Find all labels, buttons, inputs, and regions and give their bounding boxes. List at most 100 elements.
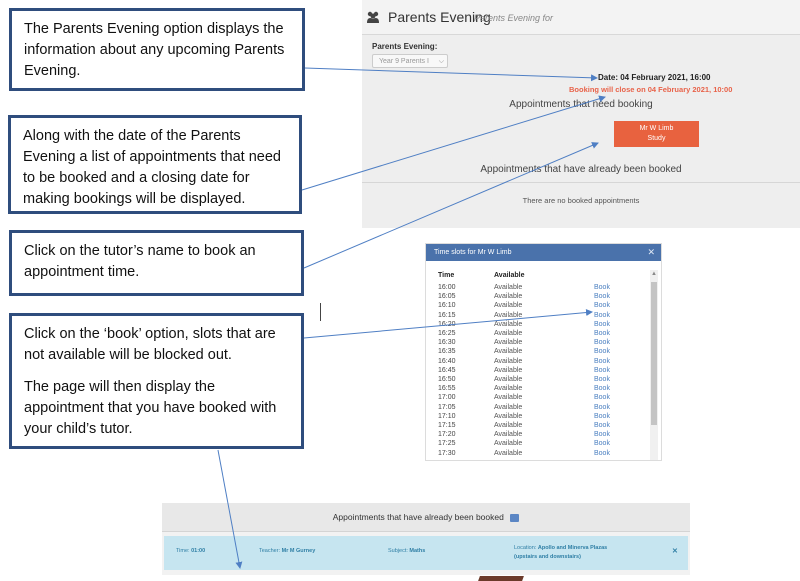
callout-text: Click on the tutor’s name to book an app…: [24, 243, 256, 280]
tutor-name: Mr W Limb: [639, 125, 674, 132]
book-link[interactable]: Book: [594, 385, 610, 393]
slot-row: 17:15 Available Book: [426, 421, 651, 430]
book-link[interactable]: Book: [594, 412, 610, 420]
cancel-appointment-icon[interactable]: ✕: [672, 548, 678, 555]
book-link[interactable]: Book: [594, 440, 610, 448]
slot-status: Available: [494, 376, 523, 383]
appointment-location: Location: Apollo and Minerva Plazas (ups…: [514, 545, 608, 560]
callout-click-tutor: Click on the tutor’s name to book an app…: [9, 230, 304, 296]
book-link[interactable]: Book: [594, 449, 610, 457]
panel-header: Parents Evening Parents Evening for: [362, 0, 800, 35]
slot-time: 16:30: [438, 339, 456, 347]
slot-status: Available: [494, 311, 523, 319]
slot-row: 16:35 Available Book: [426, 347, 651, 356]
chevron-down-icon: ⌵: [438, 58, 444, 65]
slot-row: 17:30 Available Book: [426, 449, 651, 458]
slot-row: 16:55 Available Book: [426, 384, 651, 393]
callout-appointments-list: Along with the date of the Parents Eveni…: [8, 115, 302, 214]
slot-status: Available: [494, 302, 523, 310]
decorative-strip: [478, 576, 524, 581]
slot-row: 16:10 Available Book: [426, 301, 651, 310]
book-link[interactable]: Book: [594, 403, 610, 411]
slot-status: Available: [494, 385, 523, 393]
callout-text: The page will then display the appointme…: [24, 379, 277, 437]
tutor-booking-button[interactable]: Mr W Limb Study: [614, 121, 699, 147]
slot-status: Available: [494, 284, 523, 291]
slot-time: 16:55: [438, 385, 456, 393]
printer-icon[interactable]: [510, 513, 520, 522]
book-link[interactable]: Book: [594, 311, 610, 319]
parents-evening-panel: Parents Evening Parents Evening for Pare…: [362, 0, 800, 228]
slot-time: 17:20: [438, 431, 456, 439]
slot-row: 16:05 Available Book: [426, 292, 651, 301]
slot-time: 16:50: [438, 376, 456, 383]
callout-text: Click on the ‘book’ option, slots that a…: [24, 326, 276, 363]
column-header-time: Time: [438, 272, 455, 279]
column-header-available: Available: [494, 272, 525, 279]
slot-status: Available: [494, 394, 523, 402]
booked-heading: Appointments that have already been book…: [480, 164, 682, 175]
callout-text: The Parents Evening option displays the …: [24, 21, 285, 79]
slot-time: 16:35: [438, 348, 456, 356]
booked-appointments-panel: Appointments that have already been book…: [162, 503, 690, 575]
book-link[interactable]: Book: [594, 376, 610, 383]
page-subtitle: Parents Evening for: [474, 13, 554, 23]
booking-closing-date: Booking will close on 04 February 2021, …: [569, 85, 733, 94]
appointment-time: Time: 01:00: [176, 548, 206, 554]
slot-time: 16:20: [438, 320, 456, 328]
slot-time: 16:40: [438, 357, 456, 365]
book-link[interactable]: Book: [594, 422, 610, 429]
book-link[interactable]: Book: [594, 302, 610, 310]
slot-status: Available: [494, 449, 523, 457]
no-bookings-text: There are no booked appointments: [522, 196, 640, 205]
book-link[interactable]: Book: [594, 330, 610, 337]
slot-row: 16:00 Available Book: [426, 283, 651, 292]
slot-status: Available: [494, 431, 523, 439]
scrollbar-thumb[interactable]: [651, 282, 657, 425]
dialog-title: Time slots for Mr W Limb: [434, 249, 512, 256]
slot-row: 17:00 Available Book: [426, 393, 651, 402]
callout-text: Along with the date of the Parents Eveni…: [23, 128, 281, 207]
dialog-header: Time slots for Mr W Limb ✕: [426, 244, 661, 261]
book-link[interactable]: Book: [594, 293, 610, 301]
book-link[interactable]: Book: [594, 320, 610, 328]
scroll-up-icon[interactable]: ▲: [651, 271, 657, 277]
slot-time: 16:10: [438, 302, 456, 310]
slot-status: Available: [494, 320, 523, 328]
slot-row: 17:20 Available Book: [426, 430, 651, 439]
slot-time: 17:05: [438, 403, 456, 411]
slot-time: 17:30: [438, 449, 456, 457]
book-link[interactable]: Book: [594, 366, 610, 374]
slot-time: 16:45: [438, 366, 456, 374]
book-link[interactable]: Book: [594, 394, 610, 402]
book-link[interactable]: Book: [594, 357, 610, 365]
slot-time: 17:00: [438, 394, 456, 402]
slot-status: Available: [494, 366, 523, 374]
book-link[interactable]: Book: [594, 348, 610, 356]
slot-row: 17:05 Available Book: [426, 403, 651, 412]
close-icon[interactable]: ✕: [647, 247, 655, 257]
slot-time: 16:25: [438, 330, 456, 337]
book-link[interactable]: Book: [594, 284, 610, 291]
slot-status: Available: [494, 339, 523, 347]
parents-evening-label: Parents Evening:: [372, 42, 438, 51]
slot-status: Available: [494, 422, 523, 429]
slot-status: Available: [494, 330, 523, 337]
evening-date: Date: 04 February 2021, 16:00: [598, 73, 711, 82]
book-link[interactable]: Book: [594, 431, 610, 439]
select-value: Year 9 Parents I: [379, 58, 429, 65]
slot-time: 17:15: [438, 422, 456, 429]
book-link[interactable]: Book: [594, 339, 610, 347]
slot-time: 16:00: [438, 284, 456, 291]
users-icon: [367, 11, 379, 23]
slot-status: Available: [494, 293, 523, 301]
divider: [362, 182, 800, 183]
callout-book-option: Click on the ‘book’ option, slots that a…: [9, 313, 304, 449]
slot-time: 16:05: [438, 293, 456, 301]
parents-evening-select[interactable]: Year 9 Parents I ⌵: [372, 54, 448, 68]
slot-status: Available: [494, 403, 523, 411]
text-cursor: [320, 303, 321, 321]
need-booking-heading: Appointments that need booking: [509, 99, 653, 110]
slot-status: Available: [494, 348, 523, 356]
